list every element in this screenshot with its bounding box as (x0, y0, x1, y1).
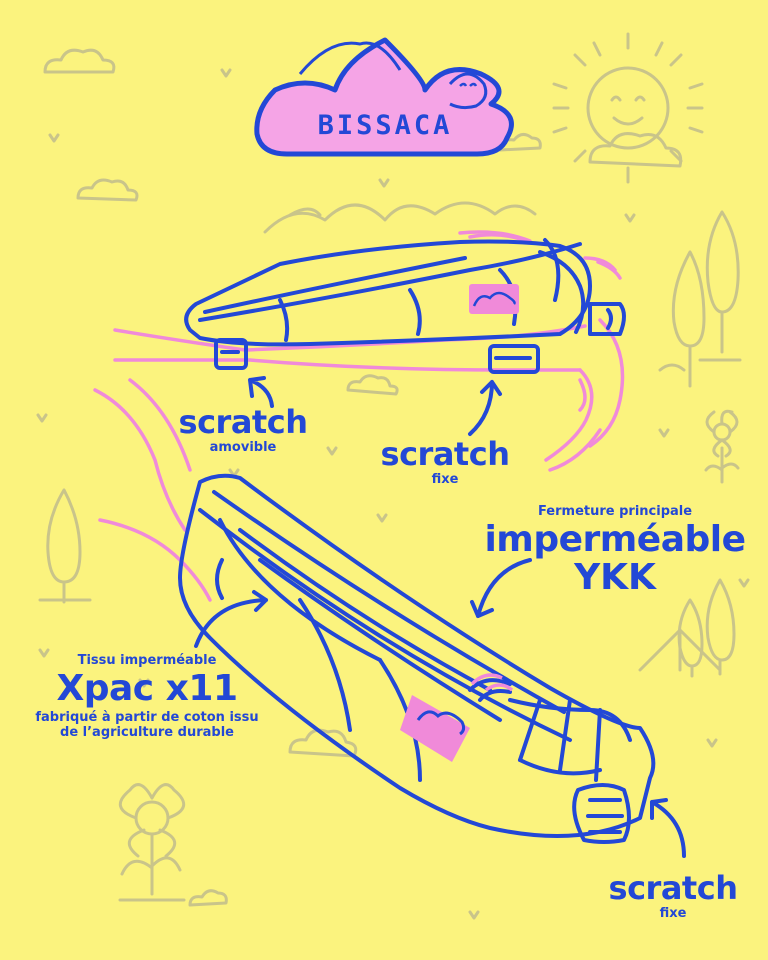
tree-icon (46, 488, 82, 604)
brand-logo (254, 37, 514, 157)
fabric-desc-line2: de l’agriculture durable (60, 725, 234, 740)
tree-icon (671, 250, 706, 388)
sun-icon (586, 66, 670, 150)
arrow-icon (248, 376, 274, 408)
tree-icon (677, 598, 704, 678)
arrow-icon (468, 380, 502, 436)
scratch-fixed-bottom-label: scratch fixe (598, 872, 748, 920)
bag-logo-patch (400, 695, 470, 762)
tree-icon (705, 578, 736, 676)
cloud-icon (76, 178, 139, 202)
down-tube-bag (178, 473, 656, 844)
zipper-intro: Fermeture principale (537, 504, 693, 519)
cloud-icon (188, 889, 228, 907)
zipper-title-line2: YKK (574, 557, 656, 598)
cloud-icon (346, 374, 399, 396)
bag-logo-patch (469, 284, 519, 314)
arrow-icon (470, 558, 532, 618)
fabric-label: Tissu imperméable Xpac x11 fabriqué à pa… (22, 654, 272, 739)
arrow-icon (650, 798, 686, 858)
scratch-fixed-top-label: scratch fixe (370, 438, 520, 486)
brand-name: BISSACA (317, 110, 453, 141)
fabric-desc-line1: fabriqué à partir de coton issu (35, 710, 259, 725)
scratch-removable-label: scratch amovible (168, 406, 318, 454)
scratch-removable-sub: amovible (209, 440, 277, 455)
scratch-fixed-top-sub: fixe (431, 472, 459, 487)
flower-icon (712, 422, 732, 442)
mountains (263, 201, 537, 234)
zipper-label: Fermeture principale imperméable YKK (470, 505, 760, 596)
cloud-icon (588, 132, 683, 168)
tree-icon (705, 210, 740, 354)
cloud-icon (288, 728, 358, 758)
scratch-fixed-top-title: scratch (380, 435, 510, 473)
cloud-icon (43, 48, 116, 74)
top-tube-bag (184, 238, 626, 374)
flower-icon (134, 800, 170, 836)
fabric-title: Xpac x11 (56, 668, 238, 709)
fabric-intro: Tissu imperméable (77, 653, 217, 668)
tent-icon (638, 628, 722, 672)
scratch-removable-title: scratch (178, 403, 308, 441)
zipper-title-line1: imperméable (484, 519, 746, 560)
scratch-fixed-bottom-sub: fixe (659, 906, 687, 921)
arrow-icon (194, 590, 268, 648)
scratch-fixed-bottom-title: scratch (608, 869, 738, 907)
